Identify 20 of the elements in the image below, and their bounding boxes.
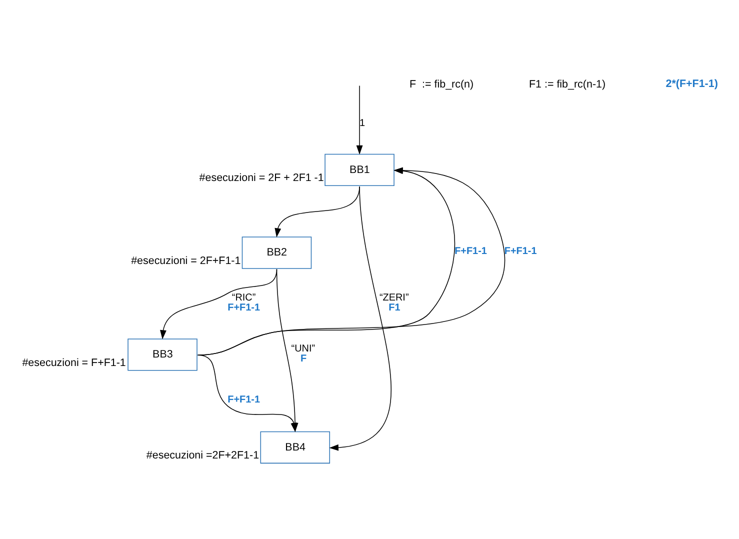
node-label: #esecuzioni = F+F1-1 [22,356,126,368]
node-label: #esecuzioni = 2F + 2F1 -1 [199,172,324,184]
edge-label: “RIC” F+F1-1 [228,292,260,314]
label: F1 := fib_rc(n-1) [529,78,606,90]
node-box: BB3 [128,338,198,370]
node-box: BB4 [260,430,330,464]
edge-label: F+F1-1 [454,246,487,257]
label: F := fib_rc(n) [410,78,474,90]
edge-label: “ZERI” F1 [379,292,409,314]
arrow [329,186,392,450]
arrow [356,84,363,154]
edge-label: 1 [360,117,366,128]
edge-label: F+F1-1 [228,394,260,406]
node-box: BB2 [242,236,312,268]
edge-label: F+F1-1 [504,246,537,257]
node-label: #esecuzioni = 2F+F1-1 [131,254,241,267]
node-box: BB1 [324,153,394,186]
node-label: #esecuzioni =2F+2F1-1 [146,449,260,462]
edge-label: “UNI” F [291,343,316,364]
label: 2*(F+F1-1) [666,77,718,90]
